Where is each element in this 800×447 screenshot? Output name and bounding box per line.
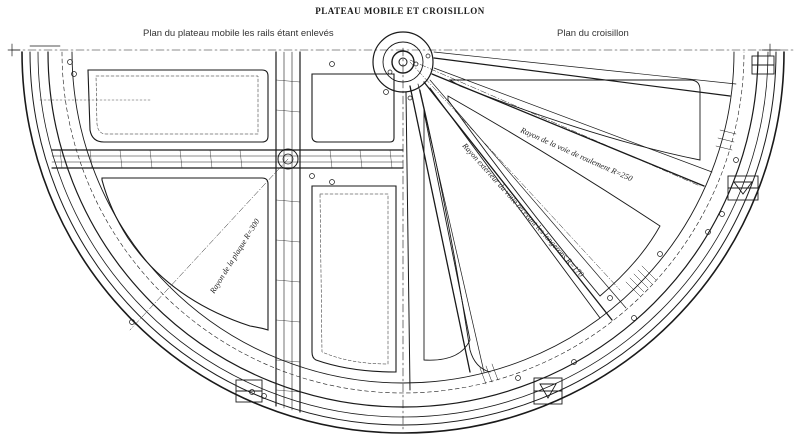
outer-ring-1	[21, 51, 785, 434]
plateau-panel-top-centre	[311, 73, 395, 143]
drawing-title: PLATEAU MOBILE ET CROISILLON	[315, 6, 485, 16]
central-hub-outer	[372, 31, 434, 93]
rayon-voile-line	[409, 61, 621, 291]
caption-croisillon: Plan du croisillon	[557, 28, 629, 39]
croisillon-panel-lower	[423, 110, 471, 361]
outer-ring-3	[37, 51, 769, 418]
rim-pad-top-right	[751, 55, 775, 75]
plateau-panel-bottom-centre	[311, 185, 397, 373]
croisillon-panel-upper	[448, 79, 701, 161]
bolts-right	[387, 53, 739, 381]
label-rayon-plaque: Rayon de la plaque R=300	[208, 217, 262, 296]
top-right-bracket	[761, 43, 781, 57]
plateau-junction-inner	[282, 153, 294, 165]
beam-hatching-h	[59, 149, 393, 169]
croisillon-panel-middle	[447, 95, 661, 297]
rim-pad-right-lower	[533, 377, 563, 405]
plateau-panel-bottom-centre-offset	[319, 193, 389, 365]
croisillon-arms	[405, 51, 737, 391]
croisillon-voile	[419, 89, 491, 373]
outer-ring-5	[61, 51, 745, 394]
plateau-panel-bottom-left	[101, 177, 269, 331]
plateau-junction	[277, 148, 299, 170]
plateau-panel-top-left-offset	[95, 75, 259, 135]
rim-pad-right-upper	[727, 175, 759, 201]
outer-ring-4	[47, 51, 759, 408]
rim-hatching-right	[479, 129, 737, 385]
label-rayon-voile: Rayon extérieur du voile recevant les lo…	[460, 141, 586, 279]
rayon-voie-line	[409, 59, 701, 187]
outer-ring-6	[71, 51, 735, 384]
outer-ring-2	[29, 51, 777, 426]
plateau-panel-top-left	[87, 69, 269, 143]
beam-hatching-v	[275, 79, 301, 393]
top-left-bracket	[7, 43, 61, 57]
bolts-left	[67, 59, 389, 399]
central-hub-core	[398, 57, 408, 67]
central-hub-mid	[382, 41, 424, 83]
croisillon-voile-2	[429, 87, 601, 319]
rim-pad-left	[235, 379, 263, 403]
rayon-plaque-line	[129, 158, 289, 331]
caption-plateau-mobile: Plan du plateau mobile les rails étant e…	[143, 28, 334, 39]
